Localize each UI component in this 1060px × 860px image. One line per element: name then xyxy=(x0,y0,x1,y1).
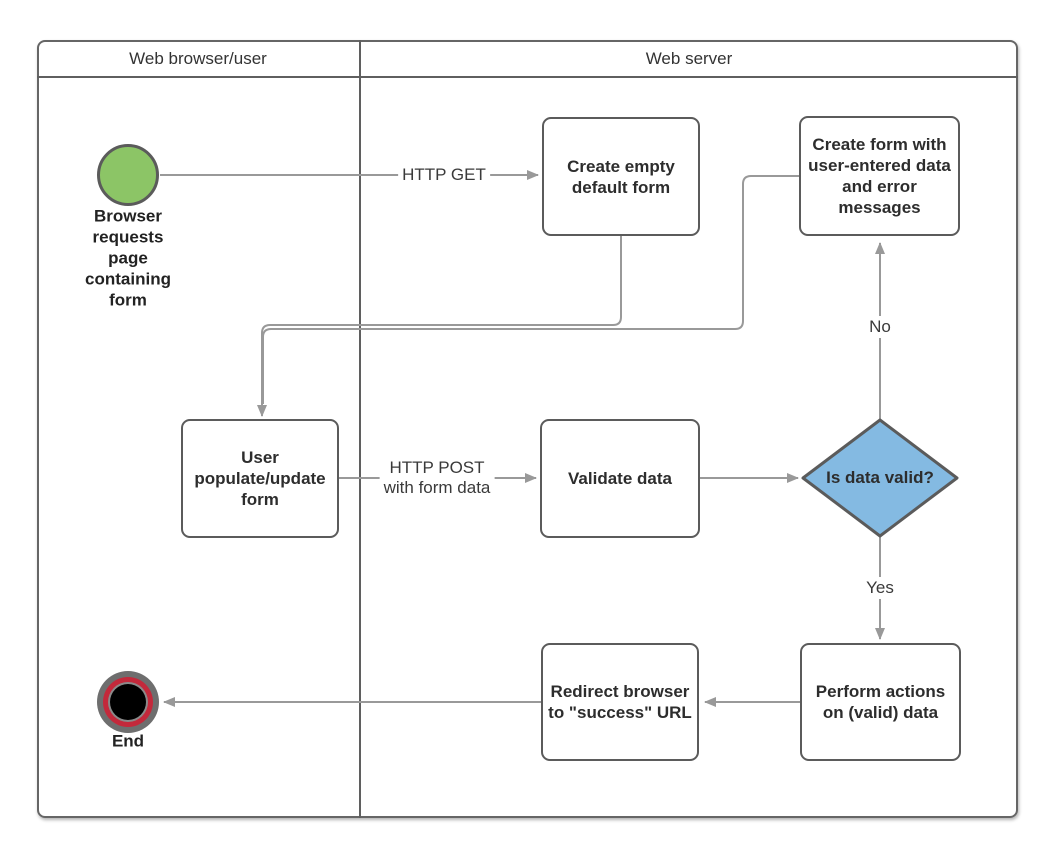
swimlane-frame xyxy=(37,40,1018,818)
process-create-error-form: Create form with user-entered data and e… xyxy=(799,116,960,236)
lane-header-separator xyxy=(37,76,1018,78)
process-user-populate-form: User populate/update form xyxy=(181,419,339,538)
lane-title-web-browser-user: Web browser/user xyxy=(129,49,267,68)
edge-label-no: No xyxy=(865,316,895,338)
decision-diamond-label: Is data valid? xyxy=(826,468,934,487)
process-redirect-browser: Redirect browser to "success" URL xyxy=(541,643,699,761)
lane-title-web-server: Web server xyxy=(645,49,733,68)
connector-error-form-to-user-populate xyxy=(262,175,799,404)
connector-create-empty-to-user-populate xyxy=(257,236,622,417)
process-validate-data: Validate data xyxy=(540,419,700,538)
edge-label-http-post: HTTP POST with form data xyxy=(379,457,495,499)
process-create-empty-form: Create empty default form xyxy=(542,117,700,236)
lane-divider xyxy=(359,40,361,818)
decision-diamond-shape xyxy=(801,418,959,538)
start-node xyxy=(97,144,159,206)
edge-label-http-get: HTTP GET xyxy=(398,164,490,186)
edge-label-yes: Yes xyxy=(862,577,898,599)
start-node-label: Browser requests page containing form xyxy=(85,206,171,310)
process-perform-actions: Perform actions on (valid) data xyxy=(800,643,961,761)
end-node-label: End xyxy=(111,731,145,751)
end-node xyxy=(110,684,146,720)
